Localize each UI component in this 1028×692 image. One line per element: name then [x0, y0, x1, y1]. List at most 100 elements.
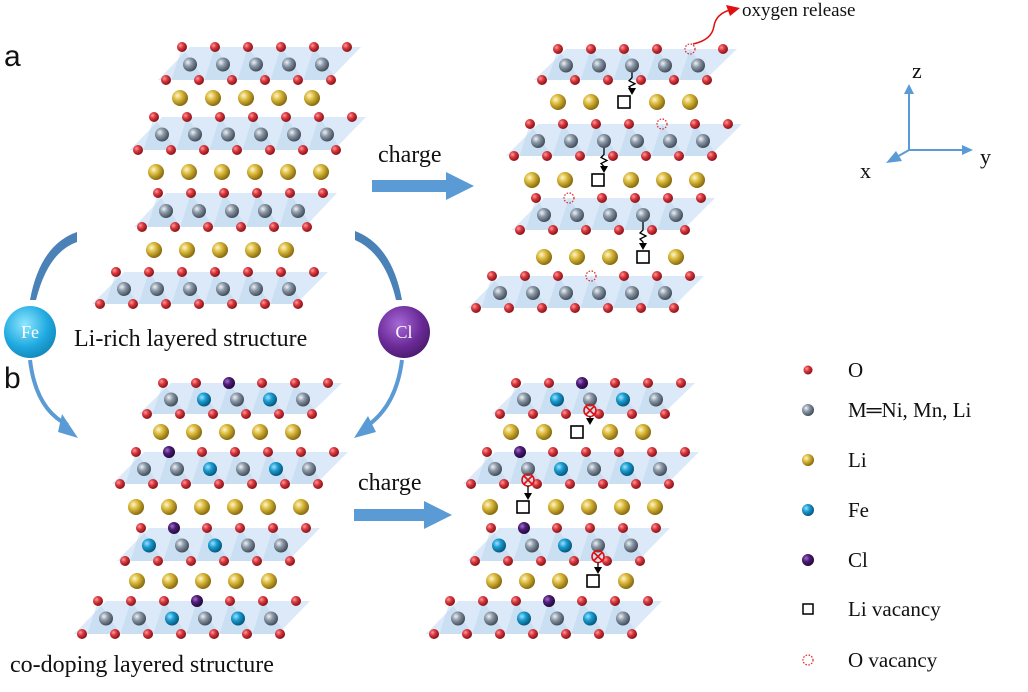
- atom-o: [170, 222, 180, 232]
- atom-o: [209, 629, 219, 639]
- atom-o: [313, 479, 323, 489]
- atom-o: [631, 479, 641, 489]
- panel-label-b: b: [4, 362, 21, 395]
- atom-m: [517, 392, 531, 407]
- atom-o: [186, 188, 196, 198]
- atom-o: [627, 409, 637, 419]
- atom-o: [470, 556, 480, 566]
- atom-m: [155, 127, 169, 142]
- atom-fe: [165, 611, 179, 626]
- atom-li: [486, 573, 502, 589]
- atom-o: [594, 629, 604, 639]
- atom-o: [528, 629, 538, 639]
- coordinate-axes: [886, 84, 973, 163]
- atom-m: [170, 462, 184, 476]
- atom-o: [230, 447, 240, 457]
- atom-fe: [231, 611, 245, 626]
- atom-o: [126, 596, 136, 606]
- atom-m: [291, 204, 305, 218]
- atom-o: [643, 596, 653, 606]
- atom-o: [696, 193, 706, 203]
- atom-fe: [263, 392, 277, 407]
- atom-o: [561, 409, 571, 419]
- atom-m: [230, 392, 244, 407]
- atom-o: [331, 145, 341, 155]
- atom-o: [536, 556, 546, 566]
- atom-o: [136, 523, 146, 533]
- atom-m: [183, 57, 197, 72]
- atom-o: [630, 193, 640, 203]
- atom-m: [658, 286, 672, 300]
- atom-o: [652, 44, 662, 54]
- atom-o: [561, 629, 571, 639]
- atom-li: [162, 573, 178, 589]
- crystal-structures: [74, 42, 742, 639]
- atom-o: [197, 447, 207, 457]
- atom-o: [635, 556, 645, 566]
- atom-o: [603, 303, 613, 313]
- atom-o: [487, 271, 497, 281]
- atom-o: [676, 378, 686, 388]
- atom-cl: [191, 595, 203, 607]
- atom-m: [603, 208, 617, 222]
- atom-m: [570, 208, 584, 222]
- atom-o: [680, 225, 690, 235]
- atom-m: [564, 134, 578, 148]
- atom-m: [591, 538, 605, 553]
- atom-o: [199, 145, 209, 155]
- transition-metal-slab: [92, 267, 328, 309]
- atom-o: [290, 378, 300, 388]
- migration-arrowhead: [600, 166, 608, 173]
- atom-o: [93, 596, 103, 606]
- atom-o: [565, 479, 575, 489]
- atom-o: [302, 222, 312, 232]
- atom-o: [495, 409, 505, 419]
- atom-fe: [616, 392, 630, 407]
- transition-metal-slab: [463, 446, 699, 500]
- atom-m: [696, 134, 710, 148]
- atom-li: [635, 424, 651, 440]
- atom-m: [559, 58, 573, 73]
- atom-o: [553, 271, 563, 281]
- atom-o: [624, 119, 634, 129]
- lithium-layer: [172, 90, 320, 106]
- atom-m: [216, 57, 230, 72]
- atom-m: [616, 611, 630, 626]
- atom-o: [570, 75, 580, 85]
- atom-o: [627, 629, 637, 639]
- atom-o: [314, 112, 324, 122]
- atom-o: [663, 193, 673, 203]
- atom-o: [219, 188, 229, 198]
- atom-fe: [558, 538, 572, 553]
- atom-o: [227, 299, 237, 309]
- atom-li: [195, 573, 211, 589]
- lithium-layer: [146, 242, 294, 258]
- atom-li: [647, 499, 663, 515]
- atom-o: [602, 556, 612, 566]
- lithium-layer: [524, 172, 705, 188]
- atom-m: [636, 208, 650, 222]
- fe-doping-arc-top: [30, 232, 77, 300]
- atom-o: [718, 44, 728, 54]
- atom-o: [495, 629, 505, 639]
- atom-o: [161, 75, 171, 85]
- atom-o: [153, 188, 163, 198]
- transition-metal-slab: [534, 43, 737, 95]
- atom-o: [260, 75, 270, 85]
- atom-o: [618, 523, 628, 533]
- atom-fe: [517, 611, 531, 626]
- migration-arrowhead: [586, 418, 594, 425]
- octahedral-slab-plane: [426, 601, 662, 634]
- atom-li: [536, 249, 552, 265]
- atom-o: [603, 75, 613, 85]
- atom-m: [669, 208, 683, 222]
- atom-o: [511, 596, 521, 606]
- atom-m: [597, 134, 611, 148]
- atom-o: [148, 479, 158, 489]
- atom-o: [309, 42, 319, 52]
- atom-m: [221, 127, 235, 142]
- atom-m: [550, 611, 564, 626]
- atom-o: [235, 523, 245, 533]
- atom-m: [164, 392, 178, 407]
- atom-o: [548, 225, 558, 235]
